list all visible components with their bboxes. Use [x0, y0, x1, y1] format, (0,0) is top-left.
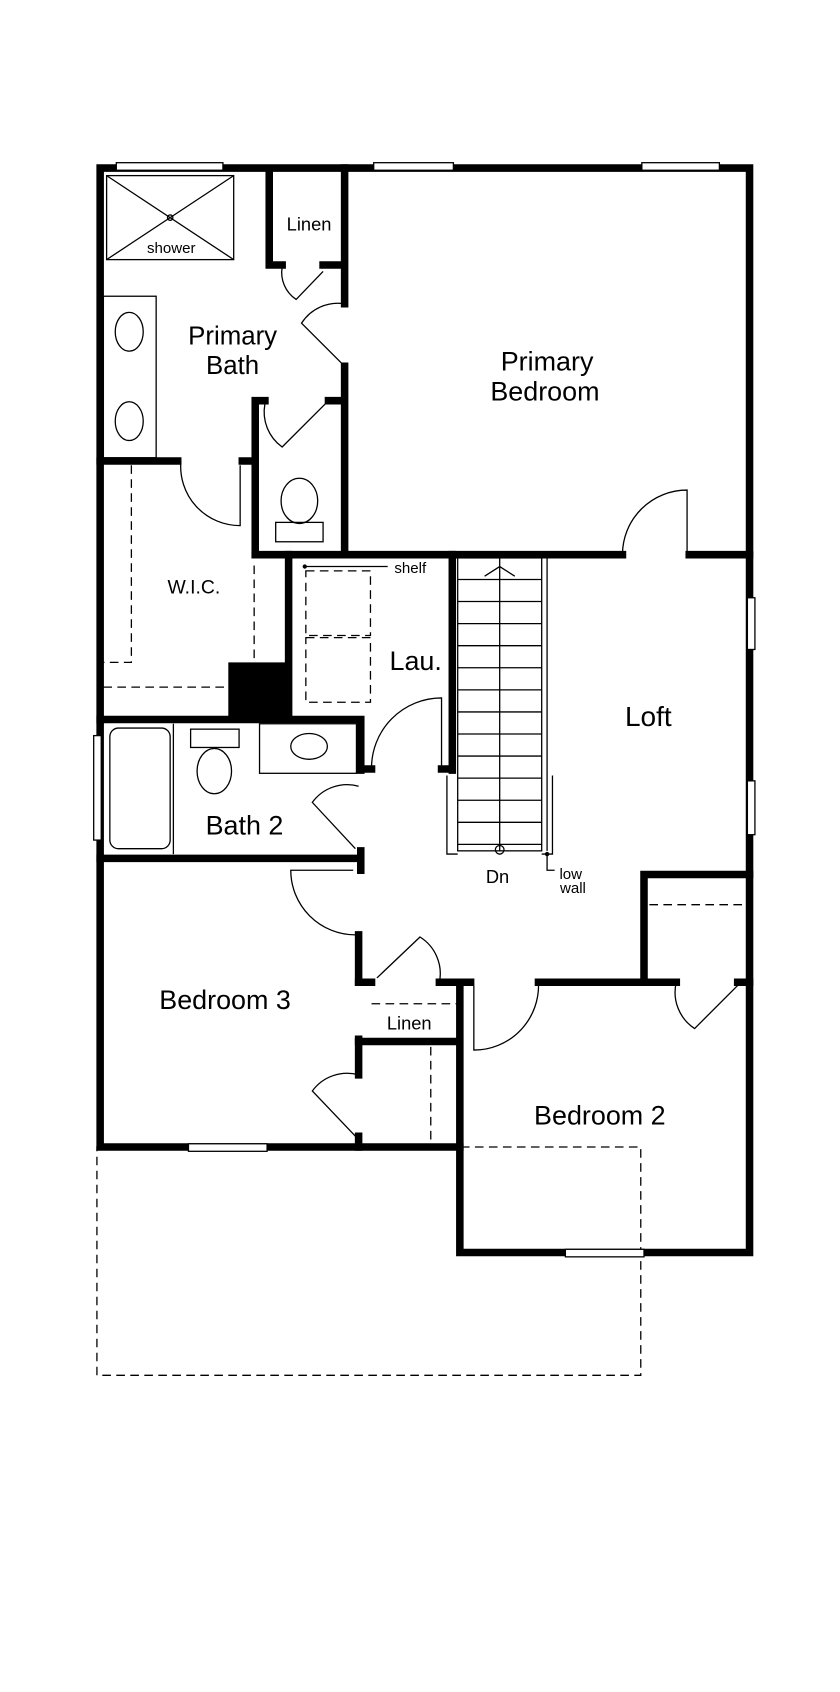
label-wic: W.I.C. [167, 576, 220, 598]
label-low-wall: low [559, 866, 582, 883]
bathtub-icon [109, 727, 171, 850]
label-bath2: Bath 2 [206, 811, 284, 841]
label-loft: Loft [625, 701, 672, 732]
label-linen-hall: Linen [387, 1013, 432, 1034]
stairs[interactable] [446, 557, 555, 871]
windows [93, 162, 756, 1258]
sink-icon [114, 401, 144, 442]
label-bedroom3: Bedroom 3 [159, 985, 291, 1015]
room-labels: Primary Bath Primary Bedroom Linen showe… [147, 214, 672, 1131]
sink-icon [114, 311, 144, 352]
label-bedroom2: Bedroom 2 [534, 1100, 666, 1130]
label-primary-bedroom: Bedroom [490, 377, 599, 407]
label-laundry: Lau. [390, 646, 442, 676]
shower-icon [105, 174, 235, 261]
label-primary-bedroom: Primary [501, 347, 594, 377]
fixtures [102, 174, 746, 1142]
chase [228, 662, 289, 719]
toilet-icon [280, 477, 319, 525]
label-linen: Linen [287, 214, 332, 235]
toilet-icon [196, 747, 233, 795]
label-shelf: shelf [394, 560, 427, 577]
walls [96, 164, 754, 1257]
label-primary-bath: Bath [206, 352, 259, 380]
label-low-wall: wall [559, 880, 586, 897]
sink-icon [290, 732, 329, 760]
label-shower: shower [147, 240, 196, 257]
label-primary-bath: Primary [188, 323, 277, 351]
doors [180, 267, 739, 1137]
patio-outline [96, 1146, 642, 1376]
label-stairs-down: Dn [486, 866, 509, 887]
